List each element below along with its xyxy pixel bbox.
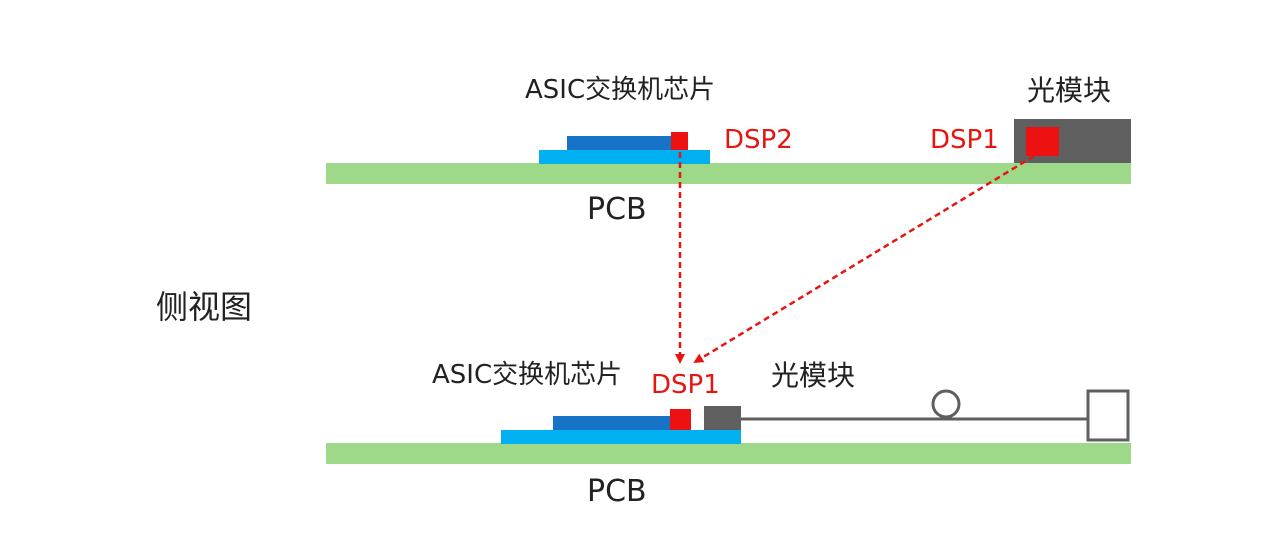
fiber-coil-icon xyxy=(931,389,961,419)
bottom-dsp1-label: DSP1 xyxy=(651,370,720,400)
bottom-optical-module-label: 光模块 xyxy=(771,359,856,392)
bottom-asic-chip-top xyxy=(553,416,670,430)
top-asic-chip-top xyxy=(567,136,671,150)
bottom-optical-engine xyxy=(704,406,741,430)
top-asic-label: ASIC交换机芯片 xyxy=(525,75,716,105)
bottom-dsp1-chip xyxy=(670,409,691,430)
top-dsp1-label: DSP1 xyxy=(930,125,999,155)
bottom-asic-label: ASIC交换机芯片 xyxy=(432,360,623,390)
bottom-asic-chip-base xyxy=(501,430,741,444)
side-view-label: 侧视图 xyxy=(156,288,253,326)
dsp1-move-arrow xyxy=(693,154,1035,364)
top-pcb-board xyxy=(326,163,1131,184)
top-pcb-label: PCB xyxy=(587,192,647,227)
top-asic-chip-base xyxy=(539,150,710,164)
top-dsp2-chip xyxy=(671,132,688,150)
fiber-connector xyxy=(1086,389,1130,442)
top-dsp1-chip xyxy=(1026,127,1059,156)
bottom-pcb-label: PCB xyxy=(587,474,647,509)
top-dsp2-label: DSP2 xyxy=(724,125,793,155)
bottom-pcb-board xyxy=(326,443,1131,464)
top-optical-module-label: 光模块 xyxy=(1027,74,1112,107)
